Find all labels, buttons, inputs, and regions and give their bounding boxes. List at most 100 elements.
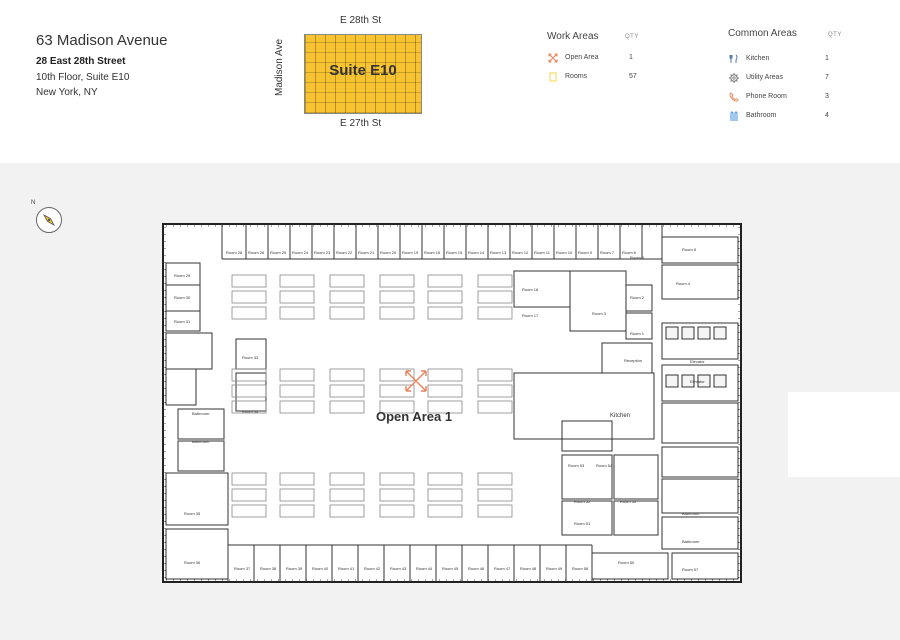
desk-block — [427, 368, 463, 382]
desk-block — [477, 290, 513, 304]
room-label[interactable]: Room 12 — [512, 250, 529, 255]
room-label[interactable]: Room 11 — [534, 250, 550, 255]
room-label[interactable]: Room 53 — [568, 463, 585, 468]
room-label[interactable]: Room 9 — [578, 250, 593, 255]
desk-block — [477, 400, 513, 414]
room-label[interactable]: Room 16 — [424, 250, 441, 255]
room-label[interactable]: Room 17 — [522, 313, 539, 318]
room-label[interactable]: Room 42 — [364, 566, 381, 571]
compass-needle-icon — [43, 214, 55, 226]
kitchen-label[interactable]: Kitchen — [610, 413, 631, 419]
room-label[interactable]: Room 49 — [546, 566, 563, 571]
room-label[interactable]: Room 55 — [620, 499, 637, 504]
bathroom-label[interactable]: Bathroom — [192, 411, 210, 416]
legend-row-rooms[interactable]: Rooms 57 — [547, 71, 647, 85]
room-label[interactable]: Room 44 — [416, 566, 433, 571]
keymap-bottom-street: E 27th St — [340, 118, 382, 129]
floorplan[interactable]: Open Area 1 Room 29 Room 30 Room 31 Room… — [162, 223, 742, 583]
desk-block — [329, 384, 365, 398]
room-label[interactable]: Room 35 — [184, 511, 201, 516]
desk-block — [379, 488, 415, 502]
room-label[interactable]: Room 50 — [618, 560, 635, 565]
room-label[interactable]: Room 31 — [174, 319, 191, 324]
bathroom-label[interactable]: Bathroom — [682, 539, 700, 544]
room-label[interactable]: Room 40 — [312, 566, 329, 571]
keymap-top-street: E 28th St — [340, 15, 382, 26]
desk-block — [329, 488, 365, 502]
legend-qty: 57 — [629, 73, 637, 80]
room-label[interactable]: Room 22 — [336, 250, 353, 255]
room-label[interactable]: Room 43 — [390, 566, 407, 571]
desk-block — [427, 400, 463, 414]
location-keymap: E 28th St Suite E10 E 27th St Madison Av… — [274, 10, 440, 135]
desk-block — [477, 306, 513, 320]
room-label[interactable]: Room 52 — [574, 499, 591, 504]
legend-qty: 1 — [825, 55, 829, 62]
room-label[interactable]: Room 23 — [314, 250, 331, 255]
room-label[interactable]: Room 6 — [622, 250, 637, 255]
room-label[interactable]: Room 1 — [630, 331, 645, 336]
room-label[interactable]: Room 29 — [174, 273, 191, 278]
compass-north-label: N — [31, 200, 36, 206]
room-label[interactable]: Room 38 — [260, 566, 277, 571]
legend-row-bathroom[interactable]: Bathroom 4 — [728, 110, 838, 124]
room-label[interactable]: Room 3 — [592, 311, 607, 316]
room-label[interactable]: Room 45 — [442, 566, 459, 571]
desk-block — [427, 306, 463, 320]
legend-row-kitchen[interactable]: Kitchen 1 — [728, 53, 838, 67]
header: 63 Madison Avenue 28 East 28th Street 10… — [0, 0, 900, 163]
room-label[interactable]: Room 25 — [270, 250, 287, 255]
room-label[interactable]: Room 57 — [682, 567, 699, 572]
desk-block — [379, 290, 415, 304]
room-label[interactable]: Room 46 — [468, 566, 485, 571]
street-address: 28 East 28th Street — [36, 56, 126, 67]
room-label[interactable]: Room 2 — [630, 295, 645, 300]
room-label[interactable]: Room 13 — [490, 250, 507, 255]
legend-row-open-area[interactable]: Open Area 1 — [547, 52, 647, 66]
room-label[interactable]: Room 19 — [402, 250, 419, 255]
room-label[interactable]: Room 36 — [184, 560, 201, 565]
room-label[interactable]: Room 4 — [676, 281, 691, 286]
room-label[interactable]: Room 34 — [242, 409, 259, 414]
bathroom-label[interactable]: Bathroom — [192, 439, 210, 444]
room-label[interactable]: Room 47 — [494, 566, 511, 571]
keymap-side-street: Madison Ave — [274, 38, 285, 96]
room-label[interactable]: Room 33 — [242, 355, 259, 360]
compass-icon — [36, 207, 62, 233]
elevator-label[interactable]: Elevator — [690, 379, 705, 384]
bathroom-label[interactable]: Bathroom — [682, 511, 700, 516]
room-label[interactable]: Room 24 — [292, 250, 309, 255]
room-label[interactable]: Room 30 — [174, 295, 191, 300]
room-label[interactable]: Room 14 — [468, 250, 485, 255]
open-area-label[interactable]: Open Area 1 — [376, 409, 453, 424]
room-label[interactable]: Room 28 — [226, 250, 243, 255]
room-label[interactable]: Room 51 — [574, 521, 591, 526]
room-label[interactable]: Room 41 — [338, 566, 355, 571]
room-label[interactable]: Room 48 — [520, 566, 537, 571]
elevator-label[interactable]: Elevator — [690, 359, 705, 364]
legend-label: Utility Areas — [746, 74, 783, 81]
room-label[interactable]: Room 18 — [522, 287, 539, 292]
room-label[interactable]: Room 15 — [446, 250, 463, 255]
building-name: 63 Madison Avenue — [36, 32, 168, 49]
room-label[interactable]: Room 8 — [682, 247, 697, 252]
legend-row-phone[interactable]: Phone Room 3 — [728, 91, 838, 105]
room-label[interactable]: Room 21 — [358, 250, 375, 255]
desk-block — [427, 274, 463, 288]
room-label[interactable]: Room 20 — [380, 250, 397, 255]
gear-icon — [729, 73, 739, 83]
room-label[interactable]: Room 5 — [630, 255, 645, 260]
room-label[interactable]: Room 26 — [248, 250, 265, 255]
room-label[interactable]: Room 37 — [234, 566, 251, 571]
legend-row-utility[interactable]: Utility Areas 7 — [728, 72, 838, 86]
room-label[interactable]: Room 7 — [600, 250, 615, 255]
room-icon — [549, 72, 557, 82]
reception-label[interactable]: Reception — [624, 358, 643, 363]
floorplan-canvas[interactable]: N — [0, 163, 900, 640]
room-label[interactable]: Room 39 — [286, 566, 303, 571]
room-label[interactable]: Room 10 — [556, 250, 573, 255]
page-corner — [788, 392, 900, 477]
room-label[interactable]: Room 58 — [572, 566, 589, 571]
room-label[interactable]: Room 54 — [596, 463, 613, 468]
desk-block — [427, 488, 463, 502]
